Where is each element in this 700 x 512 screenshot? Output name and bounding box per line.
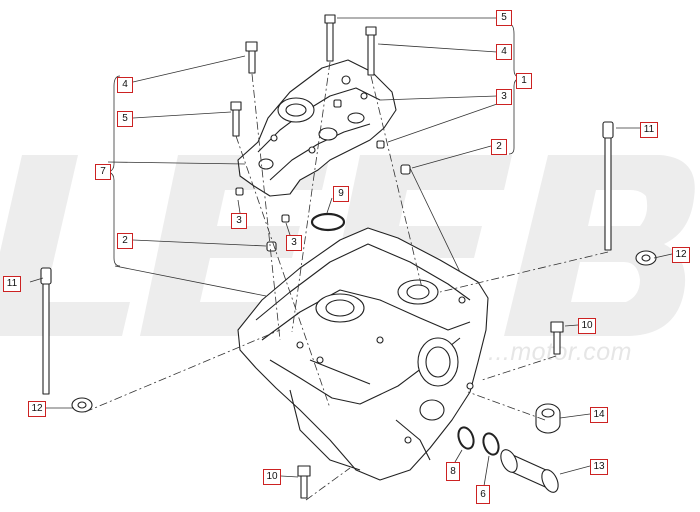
callout-3-right: 3 [496,89,512,105]
callout-2-right: 2 [491,139,507,155]
callout-1: 1 [516,73,532,89]
camshaft-carrier [237,59,397,197]
callout-12-left: 12 [28,401,46,417]
callout-4-left: 4 [117,77,133,93]
callout-5-top: 5 [496,10,512,26]
bolt-right-10 [550,321,564,355]
callout-12-right: 12 [672,247,690,263]
bolt-left-4 [245,41,258,74]
bolt-top-4 [365,26,377,76]
tube-13 [500,449,559,493]
callout-5-left: 5 [117,111,133,127]
callout-14: 14 [590,407,608,423]
callout-10-right: 10 [578,318,596,334]
callout-7: 7 [95,164,111,180]
stud-left-11 [40,267,93,413]
stud-right-11 [602,121,657,266]
callout-8: 8 [446,462,460,481]
callout-2-left: 2 [117,233,133,249]
callout-6: 6 [476,485,490,504]
callout-13: 13 [590,459,608,475]
callout-11-left: 11 [3,276,21,292]
bolt-top-5 [324,14,336,62]
callout-3-low-b: 3 [286,235,302,251]
callout-11-right: 11 [640,122,658,138]
callout-9: 9 [333,186,349,202]
bolt-left-5 [230,101,242,137]
callout-3-low-a: 3 [231,213,247,229]
sleeve-14 [535,403,561,434]
callout-4-top: 4 [496,44,512,60]
bolt-bottom-10 [297,465,311,499]
callout-10-bottom: 10 [263,469,281,485]
